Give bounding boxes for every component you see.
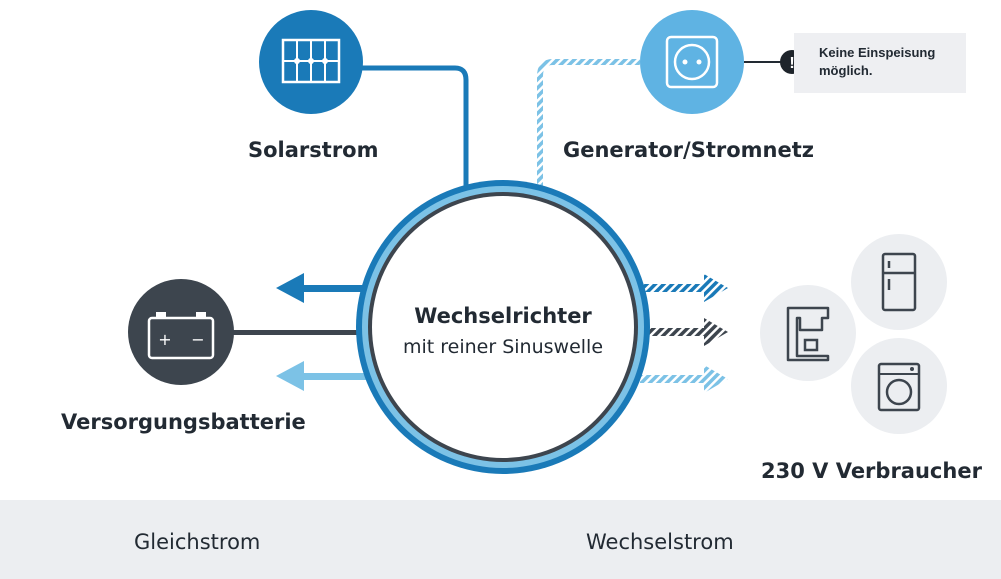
legend-ac-label: Wechselstrom: [586, 530, 734, 554]
power-socket-icon: [640, 10, 744, 114]
battery-label: Versorgungsbatterie: [61, 410, 306, 434]
inverter-subtitle: mit reiner Sinuswelle: [402, 336, 604, 358]
inverter-title: Wechselrichter: [414, 304, 592, 328]
note-text: Keine Einspeisung möglich.: [819, 45, 936, 78]
note-box: [794, 33, 966, 93]
grid-label: Generator/Stromnetz: [563, 138, 814, 162]
coffee-machine-icon: [760, 285, 856, 381]
arrow-to-battery-ac: [276, 361, 366, 391]
fridge-icon: [851, 234, 947, 330]
battery-line: [230, 330, 368, 335]
arrow-to-consumers-1: [640, 274, 728, 302]
solar-label: Solarstrom: [248, 138, 379, 162]
solar-panel-icon: [259, 10, 363, 114]
legend-dc-label: Gleichstrom: [134, 530, 261, 554]
battery-icon: + −: [128, 279, 234, 385]
arrow-to-consumers-2: [640, 318, 728, 346]
legend-bar: [0, 500, 1001, 579]
battery-plus: +: [158, 330, 171, 349]
arrow-to-battery-dc: [276, 273, 366, 303]
inverter-circle: [356, 180, 650, 474]
solar-dc-line: [340, 65, 469, 190]
arrow-to-consumers-3: [640, 365, 728, 393]
battery-minus: −: [191, 330, 204, 349]
washing-machine-icon: [851, 338, 947, 434]
grid-ac-line: [537, 59, 640, 192]
consumer-label: 230 V Verbraucher: [761, 459, 982, 483]
exclamation-mark: !: [789, 55, 794, 72]
